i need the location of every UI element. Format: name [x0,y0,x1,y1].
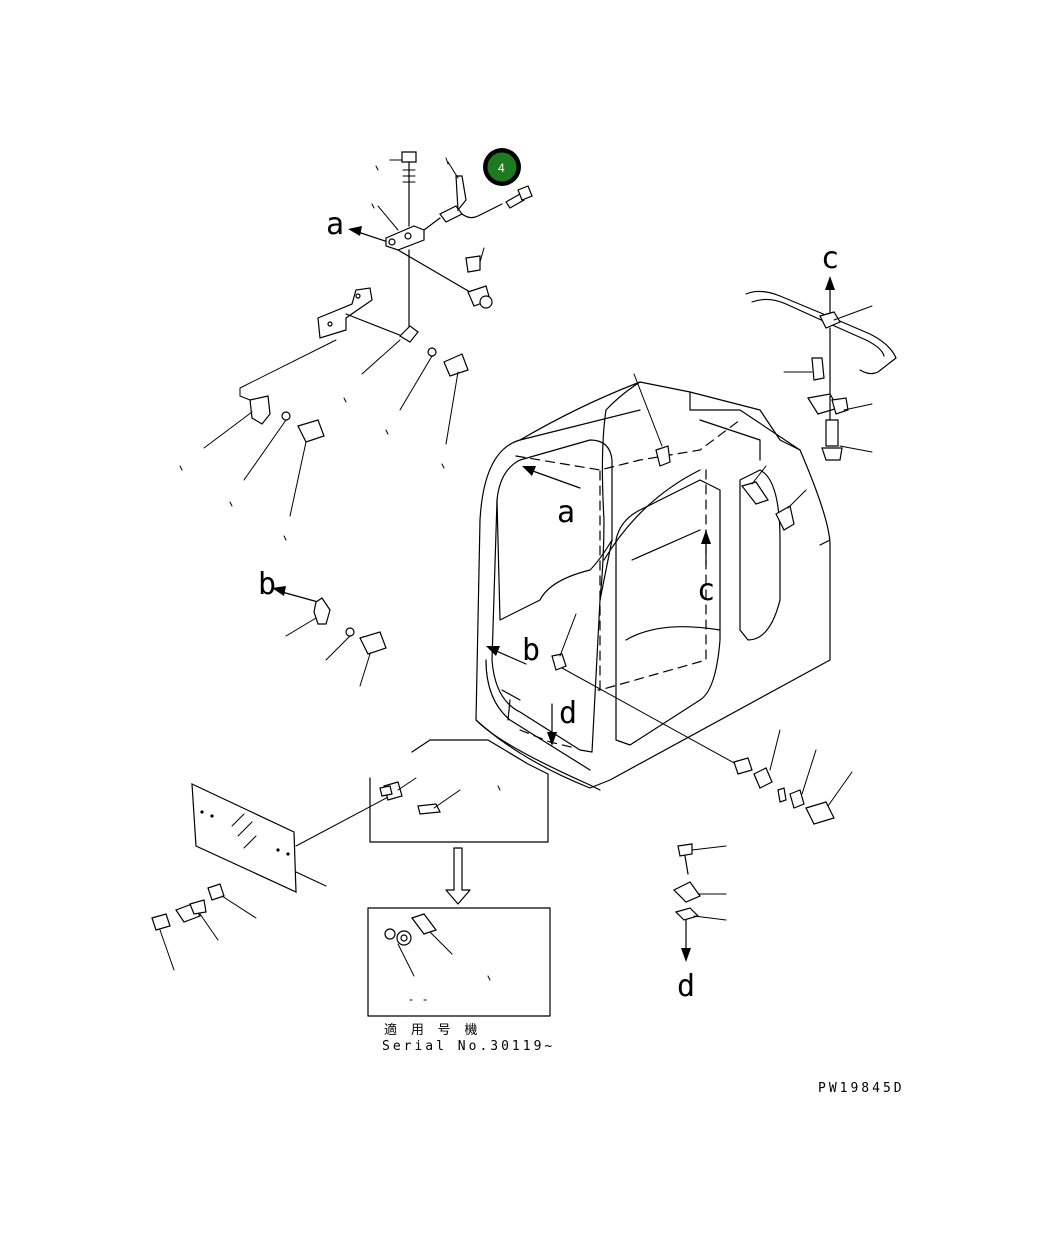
ref-label-d-cab: d [559,696,577,731]
serial-note-title: 適 用 号 機 [384,1023,481,1038]
cab-side-fasteners [551,465,807,765]
ref-label-d-lower: d [677,969,695,1004]
window-glass-assembly [151,739,551,1017]
cab-body [475,373,831,791]
ref-label-a-upper: a [326,207,344,242]
part-number-badge[interactable]: 4 [483,148,521,186]
hinge-b-assembly [285,597,387,687]
pin-clip-assembly [672,843,727,921]
ref-label-c-cab: c [697,573,715,608]
badge-fill [486,151,518,183]
washer-hose-assembly [745,290,897,461]
ref-label-b-cab: b [522,633,540,668]
drawing-code: PW19845D [818,1081,905,1096]
ref-label-a-cab: a [557,495,575,530]
badge-number: 4 [498,161,505,175]
ref-label-c-upper: c [821,241,839,276]
latch-assembly [179,151,533,541]
serial-note-number: Serial No.30119~ [382,1039,556,1054]
mount-bolt-assembly [733,729,853,825]
reference-arrows [272,226,835,962]
ref-label-b-left: b [258,567,276,602]
